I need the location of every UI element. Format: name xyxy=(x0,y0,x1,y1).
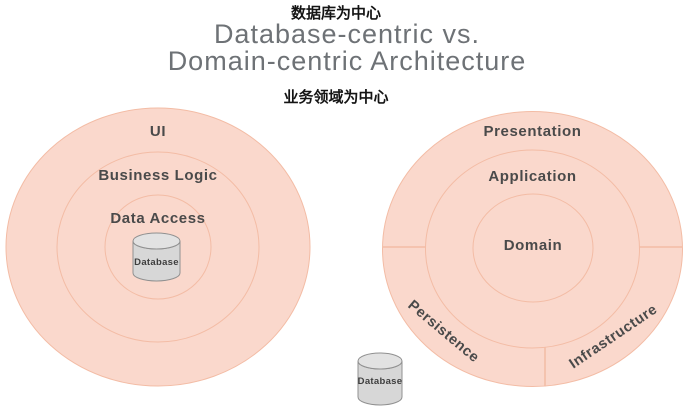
caption-domain-centric-zh: 业务领域为中心 xyxy=(283,89,389,106)
business-logic-label: Business Logic xyxy=(98,167,217,184)
main-title-line2: Domain-centric Architecture xyxy=(167,46,527,76)
database-label-left: Database xyxy=(134,257,179,268)
caption-database-centric-zh: 数据库为中心 xyxy=(290,5,381,22)
database-cylinder-right: Database xyxy=(357,352,403,406)
main-title-line1: Database-centric vs. xyxy=(213,19,481,49)
data-access-label: Data Access xyxy=(110,210,205,227)
database-cylinder-top xyxy=(357,352,403,370)
domain-centric-diagram: Presentation Application Domain Persiste… xyxy=(357,111,683,406)
ui-label: UI xyxy=(150,123,166,140)
database-cylinder-left: Database xyxy=(132,232,181,282)
database-centric-diagram: UI Business Logic Data Access Database xyxy=(5,107,311,387)
database-cylinder-top xyxy=(132,232,181,250)
database-label-right: Database xyxy=(358,376,403,387)
domain-label: Domain xyxy=(504,237,563,254)
domain-circle xyxy=(472,193,594,303)
presentation-label: Presentation xyxy=(483,123,581,140)
application-label: Application xyxy=(488,168,576,185)
main-title: Database-centric vs. Domain-centric Arch… xyxy=(0,21,693,75)
